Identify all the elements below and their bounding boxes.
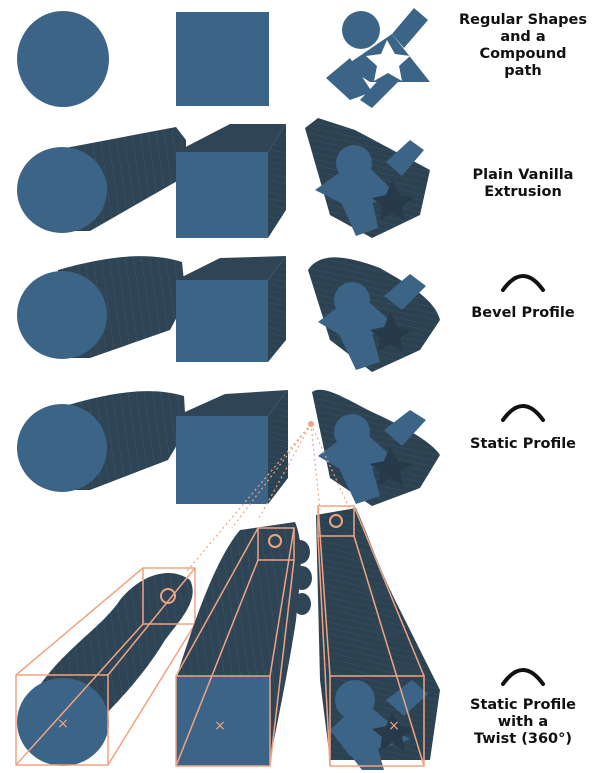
row-plain-extrusion xyxy=(17,118,430,238)
arc-icon xyxy=(503,670,543,684)
square-shape xyxy=(176,12,269,106)
cube-face xyxy=(176,416,268,504)
compound-path-shape xyxy=(326,8,430,108)
circle-shape xyxy=(17,11,109,107)
compound-extrusion xyxy=(305,118,430,238)
cylinder-cap xyxy=(17,147,107,233)
row-regular-shapes xyxy=(17,8,430,108)
row-label-regular-shapes: Regular Shapes and a Compound path xyxy=(453,12,593,80)
cube-face xyxy=(176,152,268,238)
row-label-static-profile: Static Profile xyxy=(453,436,593,453)
center-x-marker: × xyxy=(57,716,69,732)
row-static-profile xyxy=(17,390,440,506)
cube-face xyxy=(176,280,268,362)
cube-top xyxy=(176,256,286,280)
arc-icon xyxy=(503,276,543,290)
cylinder-cap xyxy=(17,404,107,492)
center-x-marker: × xyxy=(388,718,400,734)
row-label-plain-extrusion: Plain Vanilla Extrusion xyxy=(453,167,593,201)
row-bevel-profile xyxy=(17,256,440,372)
cylinder-cap xyxy=(17,271,107,359)
cube-top xyxy=(176,124,286,152)
center-x-marker: × xyxy=(214,718,226,734)
arc-icon xyxy=(503,406,543,420)
vanishing-point xyxy=(308,421,314,427)
row-label-bevel-profile: Bevel Profile xyxy=(453,305,593,322)
compound-extrusion xyxy=(312,390,440,506)
row-label-twist-profile: Static Profile with a Twist (360°) xyxy=(453,697,593,748)
compound-extrusion xyxy=(308,257,440,372)
